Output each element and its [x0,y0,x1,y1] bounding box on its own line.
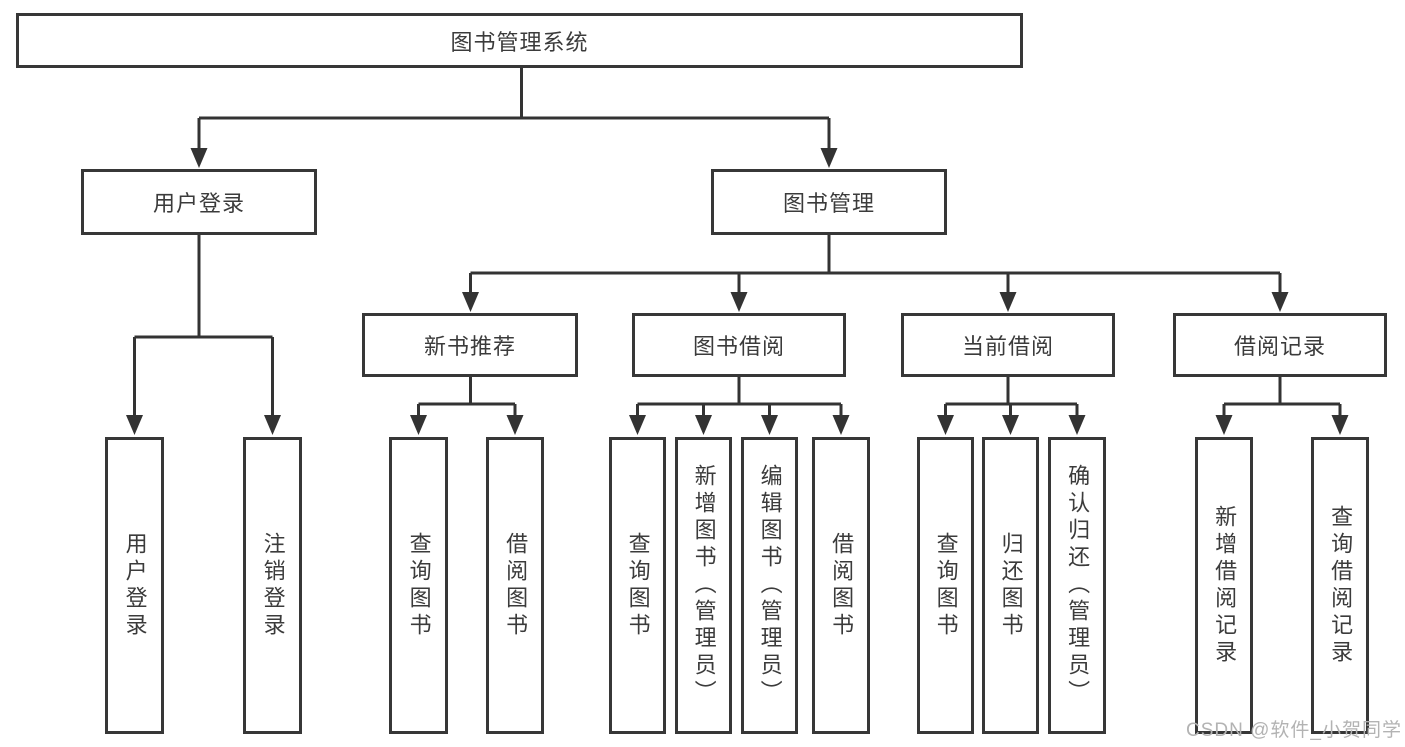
node-label: 查询图书 [625,531,651,640]
node-book-borrowing: 图书借阅 [632,313,846,377]
watermark-text: CSDN @软件_小贺同学 [1186,720,1402,741]
node-current-borrowing: 当前借阅 [901,313,1115,377]
node-label: 编辑图书（管理员） [757,464,783,707]
node-label: 查询借阅记录 [1328,504,1354,667]
node-book-management: 图书管理 [711,169,947,235]
node-library-management-system: 图书管理系统 [16,13,1023,68]
node-return-books: 归还图书 [982,437,1039,734]
node-confirm-return-admin: 确认归还（管理员） [1048,437,1106,734]
node-label: 新增图书（管理员） [691,464,717,707]
node-label: 用户登录 [122,531,148,640]
node-label: 图书管理系统 [450,29,589,55]
node-add-borrow-record: 新增借阅记录 [1195,437,1253,734]
node-borrowing-records: 借阅记录 [1173,313,1387,377]
node-current-query-books: 查询图书 [917,437,974,734]
node-label: 查询图书 [406,531,432,640]
node-user-login: 用户登录 [81,169,317,235]
node-logout-action: 注销登录 [243,437,302,734]
node-label: 新增借阅记录 [1212,504,1238,667]
node-label: 图书管理 [782,191,875,216]
node-borrowing-query-books: 查询图书 [609,437,666,734]
node-label: 借阅记录 [1233,334,1326,359]
node-label: 注销登录 [260,531,286,640]
node-new-book-recommendation: 新书推荐 [362,313,578,377]
node-query-borrow-record: 查询借阅记录 [1311,437,1369,734]
node-label: 借阅图书 [503,531,529,640]
node-label: 确认归还（管理员） [1065,464,1091,707]
node-label: 用户登录 [152,191,245,216]
node-recommend-borrow-books: 借阅图书 [486,437,544,734]
node-user-login-action: 用户登录 [105,437,164,734]
node-borrowing-borrow-books: 借阅图书 [812,437,870,734]
node-add-books-admin: 新增图书（管理员） [675,437,732,734]
node-label: 图书借阅 [692,334,785,359]
node-label: 查询图书 [933,531,959,640]
node-label: 借阅图书 [829,531,855,640]
node-label: 当前借阅 [961,334,1054,359]
node-label: 归还图书 [998,531,1024,640]
node-edit-books-admin: 编辑图书（管理员） [741,437,798,734]
node-recommend-query-books: 查询图书 [389,437,448,734]
node-label: 新书推荐 [423,334,516,359]
